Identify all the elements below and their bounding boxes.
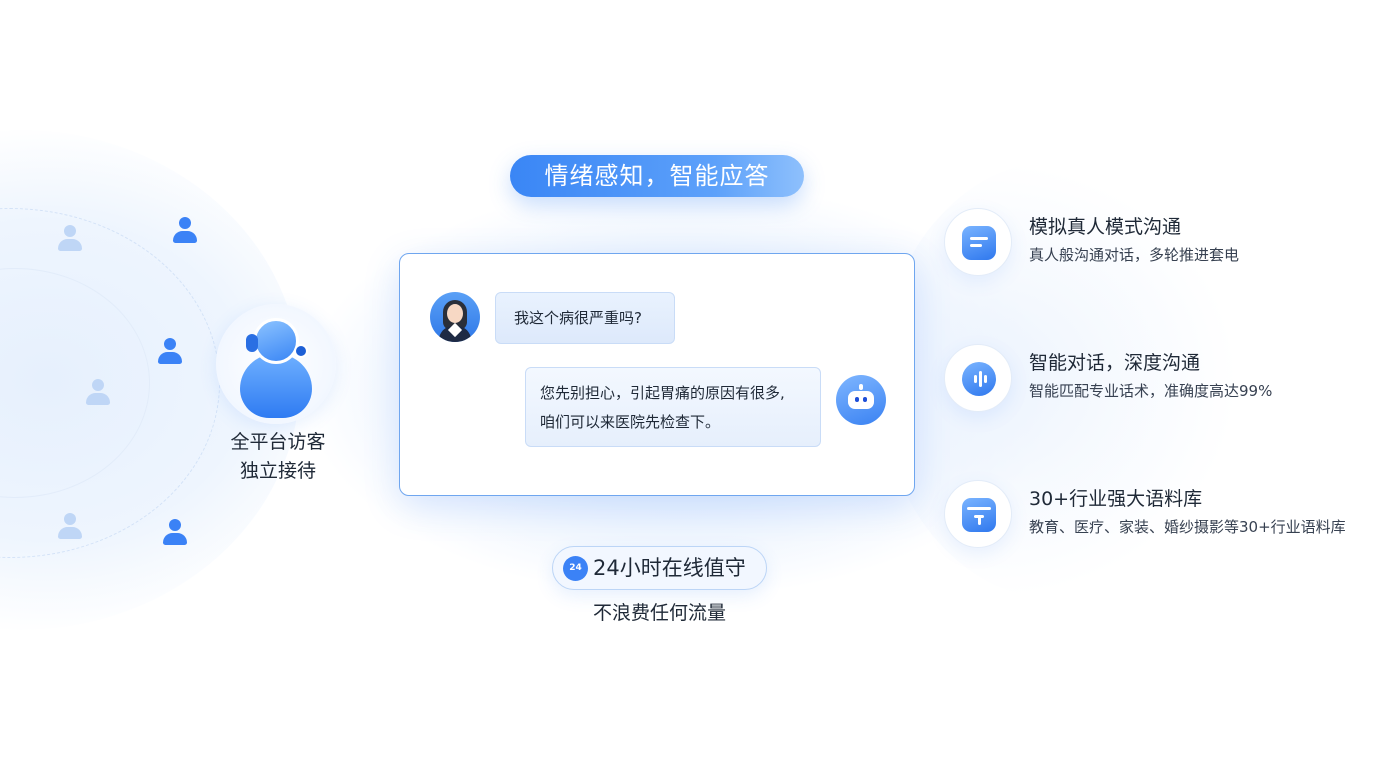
feature-title: 30+行业强大语料库 <box>1029 488 1203 510</box>
visitor-icon <box>160 518 190 548</box>
text-box-icon <box>944 480 1012 548</box>
robot-icon <box>836 375 886 425</box>
user-message-bubble: 我这个病很严重吗? <box>495 292 675 344</box>
bot-message-line1: 您先别担心，引起胃痛的原因有很多, <box>540 384 785 402</box>
right-glow <box>880 160 1240 600</box>
feature-desc: 教育、医疗、家装、婚纱摄影等30+行业语料库 <box>1029 518 1346 536</box>
visitor-icon <box>155 337 185 367</box>
user-avatar <box>430 292 480 342</box>
headset-mic-icon <box>294 344 308 358</box>
clock-24-icon: 24 <box>563 556 588 581</box>
chat-card: 我这个病很严重吗? 您先别担心，引起胃痛的原因有很多, 咱们可以来医院先检查下。 <box>399 253 915 496</box>
agent-label-line1: 全平台访客 <box>230 431 326 453</box>
message-lines-icon <box>944 208 1012 276</box>
bot-message-line2: 咱们可以来医院先检查下。 <box>540 413 721 431</box>
agent-avatar <box>216 304 336 424</box>
agent-body <box>240 354 312 418</box>
headset-ear-icon <box>246 334 258 352</box>
agent-label: 全平台访客 独立接待 <box>196 428 360 486</box>
visitor-icon <box>55 512 85 542</box>
feature-desc: 真人般沟通对话，多轮推进套电 <box>1029 246 1240 264</box>
visitor-icon <box>83 378 113 408</box>
visitor-icon <box>170 216 200 246</box>
online-label: 24小时在线值守 <box>593 556 746 580</box>
agent-head <box>253 318 299 364</box>
agent-label-line2: 独立接待 <box>239 460 316 482</box>
voice-wave-icon <box>944 344 1012 412</box>
bot-message-bubble: 您先别担心，引起胃痛的原因有很多, 咱们可以来医院先检查下。 <box>525 367 821 447</box>
feature-desc: 智能匹配专业话术，准确度高达99% <box>1029 382 1273 400</box>
page-title: 情绪感知，智能应答 <box>510 155 804 197</box>
online-subtitle: 不浪费任何流量 <box>592 602 726 624</box>
feature-title: 模拟真人模式沟通 <box>1029 216 1182 238</box>
visitor-icon <box>55 224 85 254</box>
feature-title: 智能对话，深度沟通 <box>1029 352 1201 374</box>
online-badge: 24 24小时在线值守 <box>552 546 767 590</box>
